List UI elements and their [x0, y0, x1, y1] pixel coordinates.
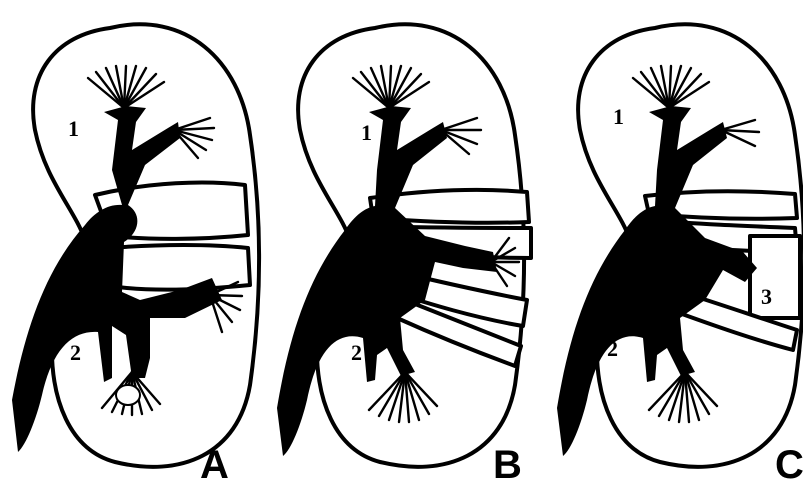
pole-label-b-2: 2 — [351, 340, 362, 365]
pole-label-c-1: 1 — [613, 104, 624, 129]
pole-label-a-2: 2 — [70, 340, 81, 365]
panel-letter-a: A — [200, 443, 229, 484]
panel-a: 1 2 A — [12, 24, 259, 484]
lower-cut-slab-a — [110, 245, 250, 290]
panel-letter-c: C — [775, 443, 803, 484]
papilla-a — [116, 385, 140, 405]
panel-b: 1 2 B — [277, 24, 531, 484]
pole-label-a-1: 1 — [68, 116, 79, 141]
panel-letter-b: B — [493, 443, 522, 484]
excised-block-3 — [750, 236, 800, 318]
pole-label-c-2: 2 — [607, 336, 618, 361]
pole-label-b-1: 1 — [361, 120, 372, 145]
pole-label-c-3: 3 — [761, 284, 772, 309]
panel-c: 1 2 3 C — [557, 24, 803, 484]
